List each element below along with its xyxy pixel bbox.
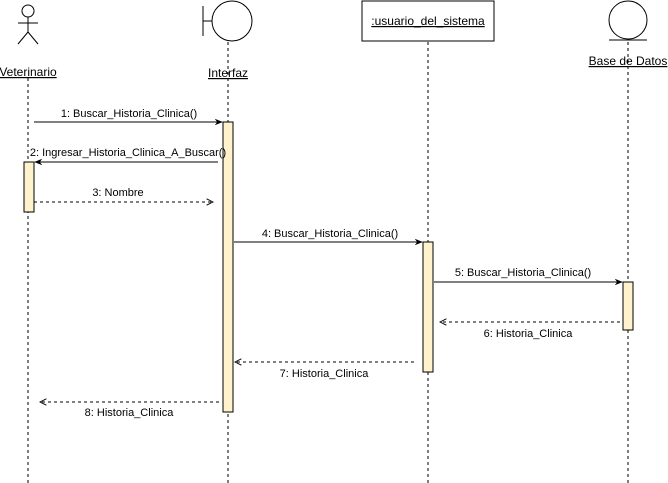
message-6-label: 6: Historia_Clinica [484, 328, 574, 340]
activation-usuario [422, 241, 434, 373]
object-box [361, 0, 495, 42]
entity-base-de-datos[interactable]: Base de Datos [589, 0, 668, 68]
message-8-label: 8: Historia_Clinica [85, 407, 175, 419]
message-3-label: 3: Nombre [92, 187, 143, 199]
entity-icon [608, 0, 648, 41]
boundary-interfaz[interactable]: Interfaz [202, 0, 253, 80]
boundary-interfaz-label: Interfaz [208, 66, 248, 80]
activation-base [622, 281, 634, 331]
message-4-label: 4: Buscar_Historia_Clinica() [262, 228, 398, 240]
entity-base-label: Base de Datos [589, 54, 668, 68]
message-7-label: 7: Historia_Clinica [280, 368, 370, 380]
message-1-label: 1: Buscar_Historia_Clinica() [61, 108, 197, 120]
object-usuario-del-sistema[interactable]: :usuario_del_sistema [361, 0, 495, 42]
message-2-label: 2: Ingresar_Historia_Clinica_A_Buscar() [30, 147, 226, 159]
actor-veterinario-label: Veterinario [0, 65, 57, 79]
stick-figure-icon [17, 4, 39, 45]
object-usuario-label: :usuario_del_sistema [371, 14, 485, 28]
activation-interfaz [222, 121, 234, 413]
message-5-label: 5: Buscar_Historia_Clinica() [455, 267, 591, 279]
activation-veterinario [23, 161, 35, 213]
boundary-icon [202, 0, 253, 42]
actor-veterinario[interactable]: Veterinario [0, 4, 57, 79]
